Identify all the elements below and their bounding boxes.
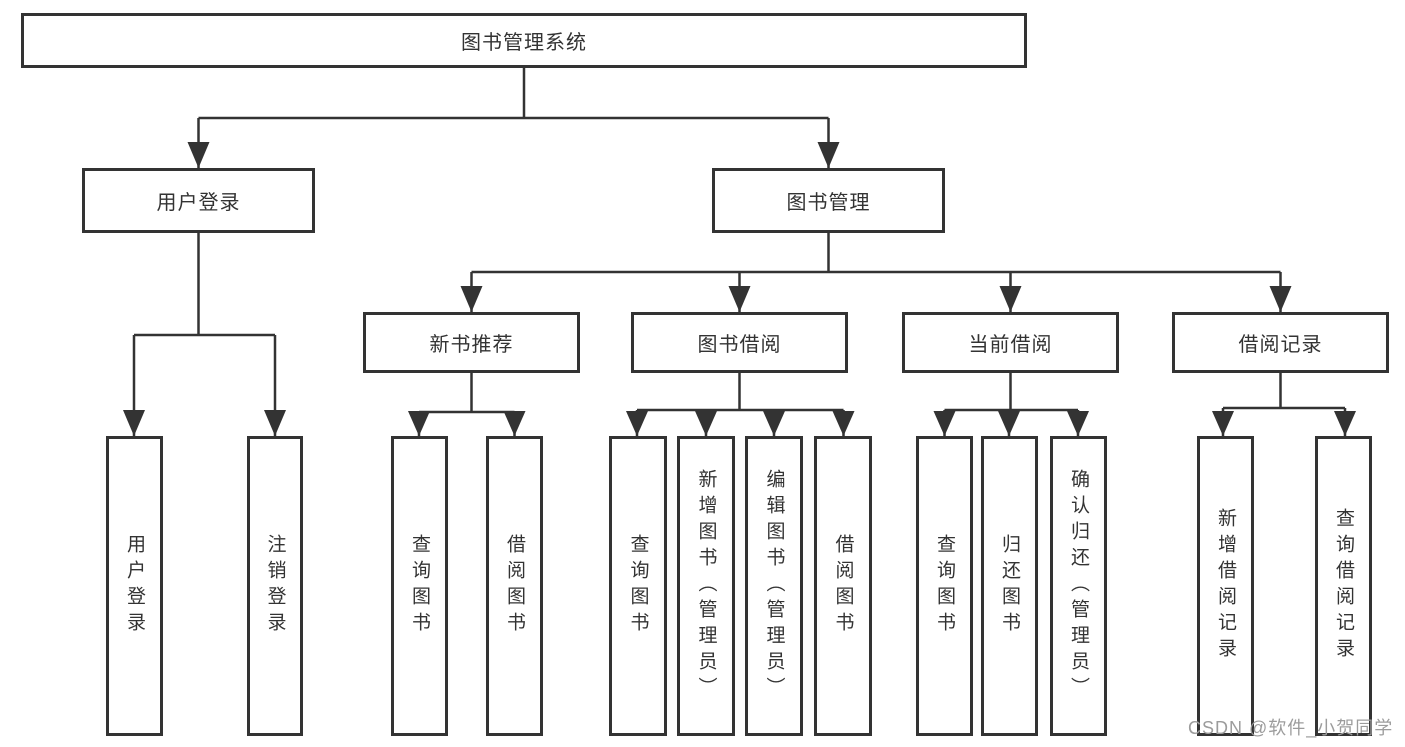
arrowhead-icons [123, 142, 1356, 436]
leaf-confirm-return-admin: 确认归还（管理员） [1050, 436, 1107, 736]
leaf-query-borrow-record: 查询借阅记录 [1315, 436, 1372, 736]
leaf-edit-book-admin: 编辑图书（管理员） [745, 436, 803, 736]
node-root-system: 图书管理系统 [21, 13, 1027, 68]
connector-borrow-children [635, 373, 845, 436]
leaf-query-book-1: 查询图书 [391, 436, 448, 736]
leaf-borrow-book-1: 借阅图书 [486, 436, 543, 736]
connector-root-children [197, 68, 830, 168]
leaf-add-book-admin: 新增图书（管理员） [677, 436, 735, 736]
connector-rec-children [417, 373, 516, 436]
connector-login-children [132, 233, 277, 436]
leaf-return-book: 归还图书 [981, 436, 1038, 736]
node-user-login: 用户登录 [82, 168, 315, 233]
node-current-borrow: 当前借阅 [902, 312, 1119, 373]
leaf-query-book-2: 查询图书 [609, 436, 667, 736]
connector-records-children [1221, 373, 1347, 436]
node-book-management: 图书管理 [712, 168, 945, 233]
leaf-borrow-book-2: 借阅图书 [814, 436, 872, 736]
node-book-borrow: 图书借阅 [631, 312, 848, 373]
leaf-logout: 注销登录 [247, 436, 303, 736]
node-borrow-records: 借阅记录 [1172, 312, 1389, 373]
csdn-watermark: CSDN @软件_小贺同学 [1188, 718, 1394, 738]
leaf-add-borrow-record: 新增借阅记录 [1197, 436, 1254, 736]
connector-mgmt-children [470, 233, 1282, 312]
node-new-book-recommend: 新书推荐 [363, 312, 580, 373]
leaf-query-book-3: 查询图书 [916, 436, 973, 736]
leaf-user-login: 用户登录 [106, 436, 163, 736]
